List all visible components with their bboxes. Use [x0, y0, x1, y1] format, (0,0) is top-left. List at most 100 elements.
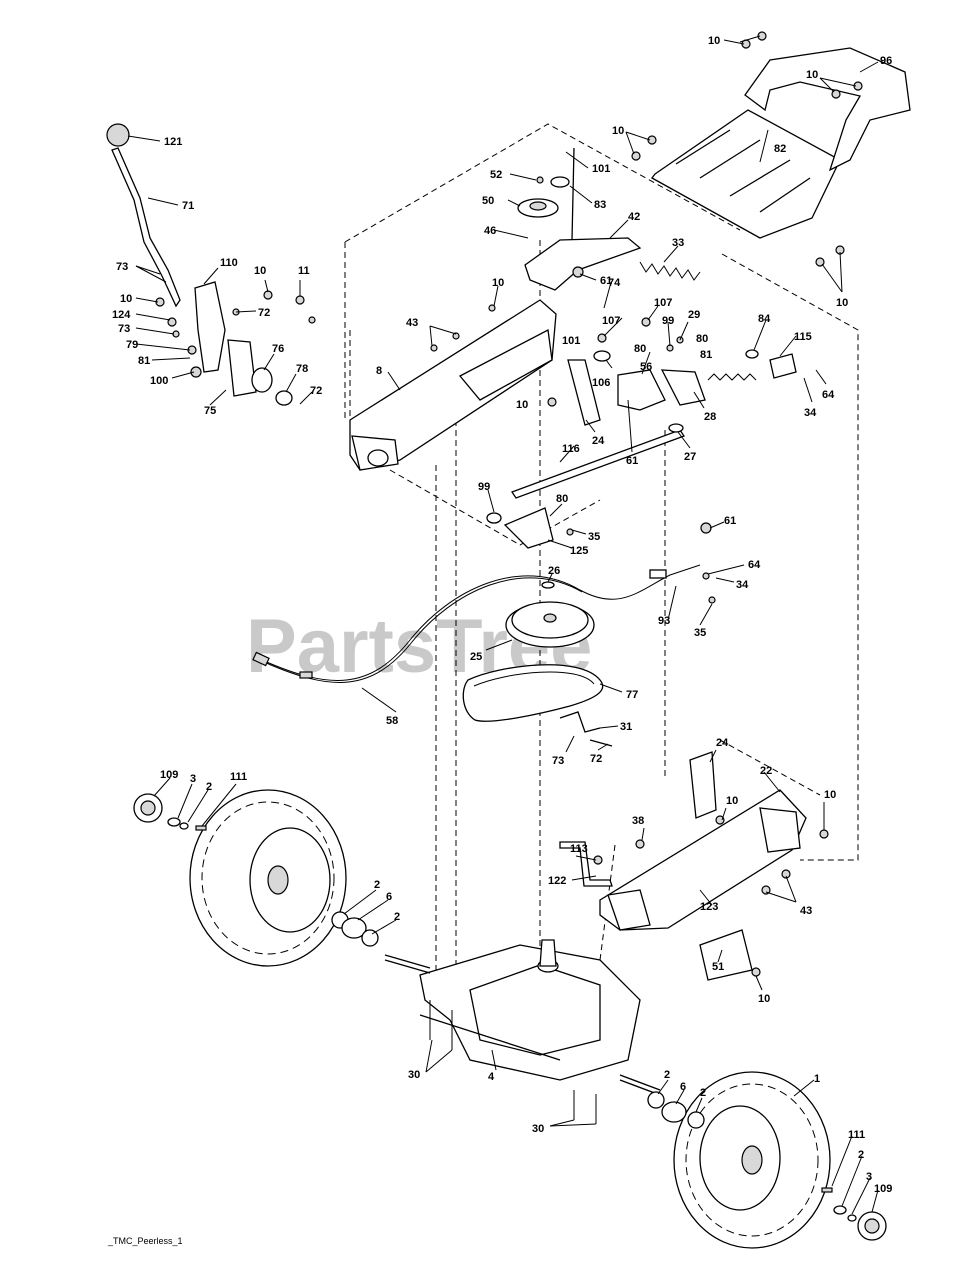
callout-72: 72: [310, 385, 322, 397]
callout-74: 74: [608, 277, 621, 289]
callout-115: 115: [794, 331, 812, 343]
callout-99: 99: [478, 481, 490, 493]
bolts-30: [429, 1000, 597, 1124]
callout-34: 34: [736, 579, 749, 591]
callout-30: 30: [532, 1123, 544, 1135]
idler-pulley: [517, 176, 570, 218]
callout-81: 81: [138, 355, 150, 367]
callout-79: 79: [126, 339, 138, 351]
callout-2: 2: [664, 1069, 670, 1081]
belt-77: [462, 664, 604, 722]
callout-6: 6: [680, 1081, 686, 1093]
callout-121: 121: [164, 136, 182, 148]
callout-101: 101: [592, 163, 610, 175]
callout-10: 10: [492, 277, 504, 289]
callout-10: 10: [836, 297, 848, 309]
callout-73: 73: [118, 323, 130, 335]
callout-100: 100: [150, 375, 168, 387]
callout-10: 10: [516, 399, 528, 411]
bracket-51: [699, 929, 753, 981]
transaxle: [384, 939, 661, 1096]
bracket-31: [559, 711, 613, 747]
shift-lever: [106, 123, 181, 308]
callout-77: 77: [626, 689, 638, 701]
callout-72: 72: [258, 307, 270, 319]
callout-64: 64: [822, 389, 835, 401]
callout-10: 10: [612, 125, 624, 137]
callout-124: 124: [112, 309, 131, 321]
callout-24: 24: [592, 435, 605, 447]
callout-2: 2: [700, 1087, 706, 1099]
callout-61: 61: [626, 455, 638, 467]
callout-31: 31: [620, 721, 632, 733]
callout-24: 24: [716, 737, 729, 749]
callout-106: 106: [592, 377, 610, 389]
callout-61: 61: [600, 275, 612, 287]
callout-84: 84: [758, 313, 771, 325]
callout-38: 38: [632, 815, 644, 827]
frame-rail-left: [349, 299, 557, 471]
callout-80: 80: [696, 333, 708, 345]
callout-10: 10: [806, 69, 818, 81]
wheel-right: [647, 1071, 887, 1249]
callout-64: 64: [748, 559, 761, 571]
callout-46: 46: [484, 225, 496, 237]
callout-73: 73: [116, 261, 128, 273]
callout-22: 22: [760, 765, 772, 777]
callout-26: 26: [548, 565, 560, 577]
callout-2: 2: [858, 1149, 864, 1161]
seat-bracket: [651, 47, 911, 239]
callout-107: 107: [654, 297, 672, 309]
callout-51: 51: [712, 961, 724, 973]
callout-2: 2: [394, 911, 400, 923]
callout-6: 6: [386, 891, 392, 903]
assembly-outlines: [344, 123, 859, 975]
callout-50: 50: [482, 195, 494, 207]
callout-109: 109: [160, 769, 178, 781]
callout-43: 43: [406, 317, 418, 329]
leader-lines: [127, 35, 879, 1215]
callout-27: 27: [684, 451, 696, 463]
callout-101: 101: [562, 335, 580, 347]
callout-78: 78: [296, 363, 308, 375]
callout-30: 30: [408, 1069, 420, 1081]
wheel-left: [133, 789, 379, 967]
hardware: [430, 31, 863, 977]
callout-73: 73: [552, 755, 564, 767]
callout-2: 2: [374, 879, 380, 891]
brake-linkage: [567, 349, 797, 426]
callout-61: 61: [724, 515, 736, 527]
callout-10: 10: [254, 265, 266, 277]
callout-125: 125: [570, 545, 588, 557]
callout-3: 3: [190, 773, 196, 785]
callout-10: 10: [824, 789, 836, 801]
callout-2: 2: [206, 781, 212, 793]
callout-10: 10: [120, 293, 132, 305]
callout-10: 10: [758, 993, 770, 1005]
callout-71: 71: [182, 200, 194, 212]
callout-25: 25: [470, 651, 482, 663]
callout-labels: 121 71 73 110 10 11 10 124 72 73 79 81 1…: [112, 35, 892, 1195]
callout-29: 29: [688, 309, 700, 321]
callout-82: 82: [774, 143, 786, 155]
callout-80: 80: [556, 493, 568, 505]
callout-99: 99: [662, 315, 674, 327]
callout-4: 4: [488, 1071, 495, 1083]
callout-111: 111: [230, 771, 247, 783]
spring-33: [639, 261, 701, 281]
callout-76: 76: [272, 343, 284, 355]
callout-28: 28: [704, 411, 716, 423]
callout-1: 1: [814, 1073, 820, 1085]
callout-75: 75: [204, 405, 216, 417]
frame-rail-right: [599, 751, 807, 931]
callout-72: 72: [590, 753, 602, 765]
callout-107: 107: [602, 315, 620, 327]
lever-bracket: [155, 281, 316, 406]
callout-80: 80: [634, 343, 646, 355]
callout-113: 113: [570, 843, 588, 855]
callout-81: 81: [700, 349, 712, 361]
callout-93: 93: [658, 615, 670, 627]
callout-116: 116: [562, 443, 580, 455]
callout-35: 35: [694, 627, 706, 639]
